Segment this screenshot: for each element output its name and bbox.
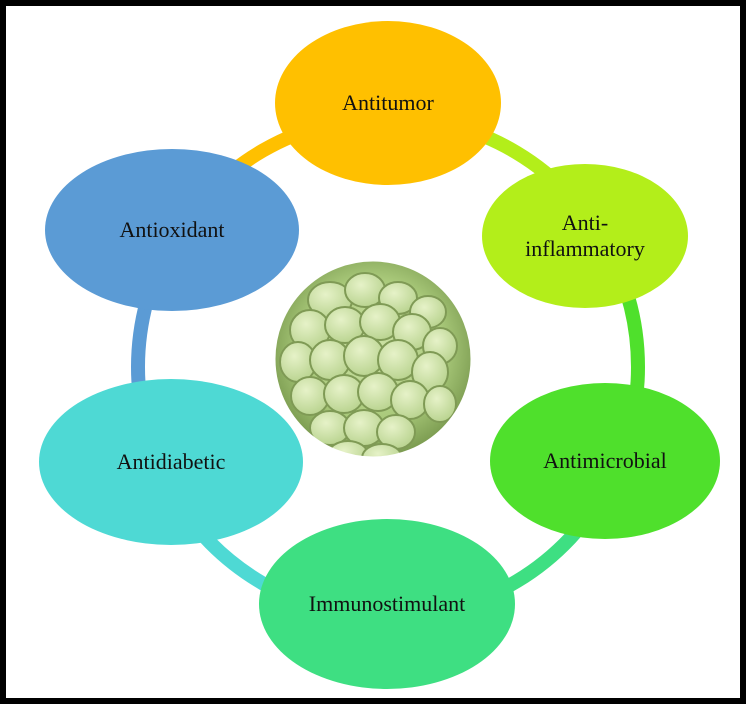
node-label-antimicrobial: Antimicrobial <box>543 448 666 473</box>
node-label-antioxidant: Antioxidant <box>119 217 224 242</box>
node-antitumor: Antitumor <box>275 21 501 185</box>
custard-apple-image <box>275 261 471 472</box>
node-label-anti-inflammatory: inflammatory <box>525 236 645 261</box>
node-immunostimulant: Immunostimulant <box>259 519 515 689</box>
fruit-segment <box>424 386 456 422</box>
node-label-antitumor: Antitumor <box>342 90 434 115</box>
node-antimicrobial: Antimicrobial <box>490 383 720 539</box>
fruit-segment <box>362 444 402 472</box>
node-label-anti-inflammatory: Anti- <box>562 210 608 235</box>
node-antidiabetic: Antidiabetic <box>39 379 303 545</box>
node-antioxidant: Antioxidant <box>45 149 299 311</box>
node-anti-inflammatory: Anti-inflammatory <box>482 164 688 308</box>
node-label-immunostimulant: Immunostimulant <box>309 591 465 616</box>
node-label-antidiabetic: Antidiabetic <box>117 449 226 474</box>
fruit-segment <box>391 381 429 419</box>
